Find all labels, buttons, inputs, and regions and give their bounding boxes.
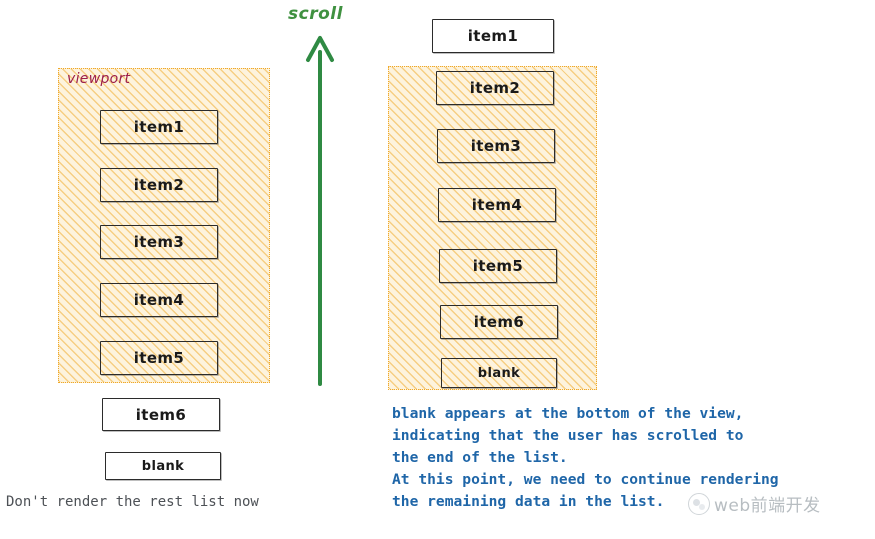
left-list-item-1-label: item1 [133, 118, 185, 136]
right-list-item-4-label: item4 [471, 196, 523, 214]
right-list-item-6: item6 [440, 305, 558, 339]
right-panel-caption-line-4: At this point, we need to continue rende… [392, 471, 779, 488]
right-list-item-3-label: item3 [470, 137, 522, 155]
watermark-text: web前端开发 [714, 496, 821, 516]
right-viewport-region [388, 66, 597, 390]
right-list-item-1: item1 [432, 19, 554, 53]
arrow-up-icon [306, 36, 334, 386]
left-list-item-3-label: item3 [133, 233, 185, 251]
viewport-label: viewport [67, 71, 131, 87]
right-panel-caption-line-3: the end of the list. [392, 449, 568, 466]
left-list-item-blank-label: blank [141, 458, 185, 474]
left-list-item-3: item3 [100, 225, 218, 259]
scroll-label: scroll [288, 4, 343, 24]
left-list-item-1: item1 [100, 110, 218, 144]
left-panel-caption: Don't render the rest list now [6, 494, 259, 510]
right-panel-caption-line-5: the remaining data in the list. [392, 493, 665, 510]
right-list-item-1-label: item1 [467, 27, 519, 45]
right-panel-caption-line-1: blank appears at the bottom of the view, [392, 405, 744, 422]
right-list-item-5: item5 [439, 249, 557, 283]
circles-logo-icon [688, 492, 710, 515]
left-list-item-blank: blank [105, 452, 221, 480]
right-panel-caption-line-2: indicating that the user has scrolled to [392, 427, 744, 444]
right-list-item-4: item4 [438, 188, 556, 222]
left-list-item-4: item4 [100, 283, 218, 317]
watermark: web前端开发 [688, 491, 821, 516]
right-list-item-2: item2 [436, 71, 554, 105]
left-list-item-2-label: item2 [133, 176, 185, 194]
left-list-item-2: item2 [100, 168, 218, 202]
right-list-item-3: item3 [437, 129, 555, 163]
left-list-item-4-label: item4 [133, 291, 185, 309]
left-list-item-5: item5 [100, 341, 218, 375]
right-list-item-blank: blank [441, 358, 557, 388]
right-list-item-5-label: item5 [472, 257, 524, 275]
left-list-item-6-label: item6 [135, 405, 187, 424]
right-list-item-6-label: item6 [473, 313, 525, 331]
right-list-item-blank-label: blank [477, 365, 521, 381]
right-list-item-2-label: item2 [469, 79, 521, 97]
left-list-item-5-label: item5 [133, 349, 185, 367]
left-list-item-6: item6 [102, 398, 220, 431]
